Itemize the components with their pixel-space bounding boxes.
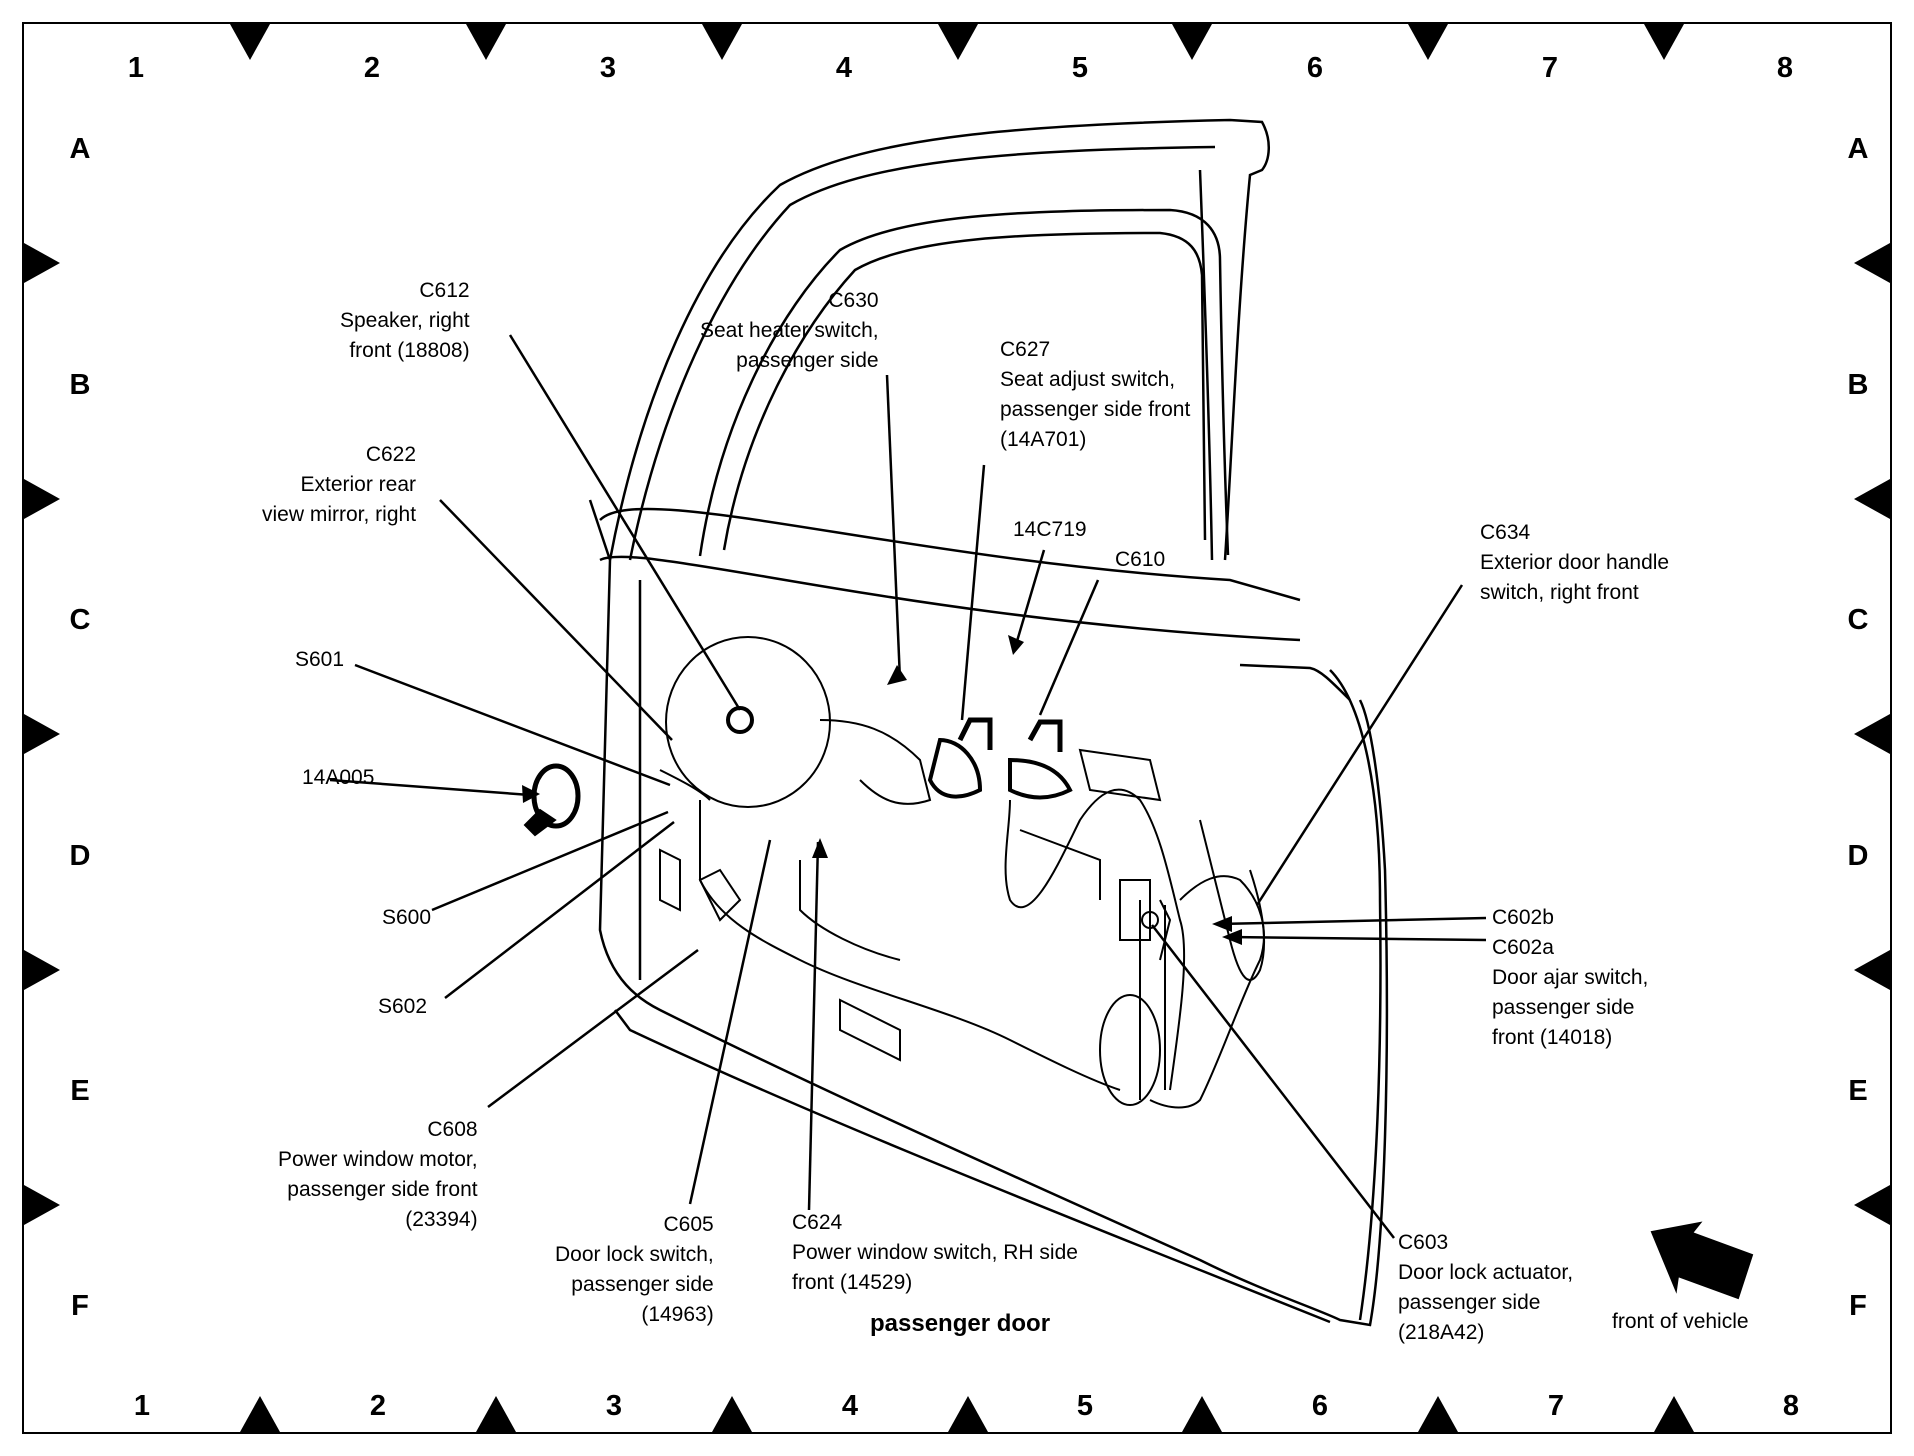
callout-c603: C603 Door lock actuator, passenger side … <box>1398 1228 1573 1348</box>
callout-c627: C627 Seat adjust switch, passenger side … <box>1000 335 1190 455</box>
frame-tick-marks <box>24 24 1890 1432</box>
14a005-code: 14A005 <box>302 766 375 789</box>
callout-14c719: 14C719 <box>1013 515 1087 545</box>
callout-14a005: 14A005 <box>302 763 374 793</box>
c602b-code: C602b <box>1492 906 1554 929</box>
leader-lines <box>329 334 1487 1239</box>
c612-desc-2: front (18808) <box>349 339 470 362</box>
leader-arrowheads <box>522 635 1242 945</box>
grid-col-1-bottom: 1 <box>133 1390 151 1422</box>
grid-col-5-top: 5 <box>1071 52 1089 84</box>
c622-code: C622 <box>365 443 417 466</box>
diagram-frame <box>22 22 1892 1434</box>
c630-desc-1: Seat heater switch, <box>700 319 879 342</box>
grid-row-a-right: A <box>1847 133 1869 165</box>
grid-row-b-left: B <box>69 369 91 401</box>
c608-desc-3: (23394) <box>405 1208 478 1231</box>
c624-desc-1: Power window switch, RH side <box>792 1241 1078 1264</box>
callout-c602b: C602b <box>1492 903 1554 933</box>
c605-desc-1: Door lock switch, <box>555 1243 714 1266</box>
grid-row-f-left: F <box>71 1290 89 1322</box>
c605-desc-3: (14963) <box>641 1303 714 1326</box>
c605-code: C605 <box>663 1213 714 1236</box>
callout-c630: C630 Seat heater switch, passenger side <box>700 286 879 376</box>
grid-col-4-top: 4 <box>835 52 853 84</box>
s601-code: S601 <box>295 648 345 671</box>
front-of-vehicle-label: front of vehicle <box>1612 1310 1749 1333</box>
grid-col-2-top: 2 <box>363 52 381 84</box>
c627-code: C627 <box>1000 338 1051 361</box>
c627-desc-1: Seat adjust switch, <box>1000 368 1176 391</box>
door-outline <box>588 118 1389 1327</box>
c603-desc-3: (218A42) <box>1398 1321 1485 1344</box>
callout-s601: S601 <box>295 645 344 675</box>
grid-row-d-left: D <box>69 840 91 872</box>
s602-code: S602 <box>378 995 428 1018</box>
c612-code: C612 <box>419 279 470 302</box>
grid-col-5-bottom: 5 <box>1076 1390 1094 1422</box>
callout-c605: C605 Door lock switch, passenger side (1… <box>555 1210 714 1330</box>
callout-c608: C608 Power window motor, passenger side … <box>278 1115 478 1235</box>
c608-desc-1: Power window motor, <box>278 1148 478 1171</box>
grid-col-8-bottom: 8 <box>1782 1390 1800 1422</box>
c622-desc-2: view mirror, right <box>262 503 417 526</box>
callout-c624: C624 Power window switch, RH side front … <box>792 1208 1078 1298</box>
grid-row-e-right: E <box>1848 1075 1868 1107</box>
diagram-caption: passenger door <box>870 1310 1051 1337</box>
callout-c610: C610 <box>1115 545 1165 575</box>
grid-row-a-left: A <box>69 133 91 165</box>
grid-row-d-right: D <box>1847 840 1869 872</box>
grid-col-8-top: 8 <box>1776 52 1794 84</box>
grid-row-c-left: C <box>69 604 91 636</box>
grid-row-c-right: C <box>1847 604 1869 636</box>
c622-desc-1: Exterior rear <box>300 473 417 496</box>
c627-desc-3: (14A701) <box>1000 428 1087 451</box>
c603-desc-1: Door lock actuator, <box>1398 1261 1574 1284</box>
callout-s602: S602 <box>378 992 427 1022</box>
callout-c612: C612 Speaker, right front (18808) <box>340 276 470 366</box>
grid-col-3-bottom: 3 <box>605 1390 623 1422</box>
grid-col-2-bottom: 2 <box>369 1390 387 1422</box>
c627-desc-2: passenger side front <box>1000 398 1191 421</box>
grid-col-7-top: 7 <box>1541 52 1559 84</box>
callout-c634: C634 Exterior door handle switch, right … <box>1480 518 1669 608</box>
c602a-desc-2: passenger side <box>1492 996 1635 1019</box>
grid-row-f-right: F <box>1849 1290 1867 1322</box>
c603-code: C603 <box>1398 1231 1449 1254</box>
c602a-desc-1: Door ajar switch, <box>1492 966 1649 989</box>
c634-desc-2: switch, right front <box>1480 581 1639 604</box>
c612-desc-1: Speaker, right <box>340 309 470 332</box>
grid-col-3-top: 3 <box>599 52 617 84</box>
grid-row-b-right: B <box>1847 369 1869 401</box>
c608-desc-2: passenger side front <box>287 1178 478 1201</box>
grid-col-1-top: 1 <box>127 52 145 84</box>
c602a-desc-3: front (14018) <box>1492 1026 1613 1049</box>
14c719-code: 14C719 <box>1013 518 1087 541</box>
c634-code: C634 <box>1480 521 1531 544</box>
callout-c622: C622 Exterior rear view mirror, right <box>262 440 416 530</box>
c624-code: C624 <box>792 1211 843 1234</box>
c630-desc-2: passenger side <box>736 349 879 372</box>
c603-desc-2: passenger side <box>1398 1291 1541 1314</box>
c602a-code: C602a <box>1492 936 1554 959</box>
c605-desc-2: passenger side <box>571 1273 714 1296</box>
grid-col-6-bottom: 6 <box>1311 1390 1329 1422</box>
callout-c602a: C602a Door ajar switch, passenger side f… <box>1492 933 1648 1053</box>
grid-col-7-bottom: 7 <box>1547 1390 1565 1422</box>
c624-desc-2: front (14529) <box>792 1271 913 1294</box>
c608-code: C608 <box>427 1118 478 1141</box>
door-internals <box>523 636 1266 1109</box>
c630-code: C630 <box>828 289 879 312</box>
front-arrow-icon <box>1650 1221 1754 1300</box>
callout-s600: S600 <box>382 903 431 933</box>
c634-desc-1: Exterior door handle <box>1480 551 1670 574</box>
s600-code: S600 <box>382 906 432 929</box>
grid-col-6-top: 6 <box>1306 52 1324 84</box>
grid-col-4-bottom: 4 <box>841 1390 859 1422</box>
grid-row-e-left: E <box>70 1075 90 1107</box>
c610-code: C610 <box>1115 548 1166 571</box>
